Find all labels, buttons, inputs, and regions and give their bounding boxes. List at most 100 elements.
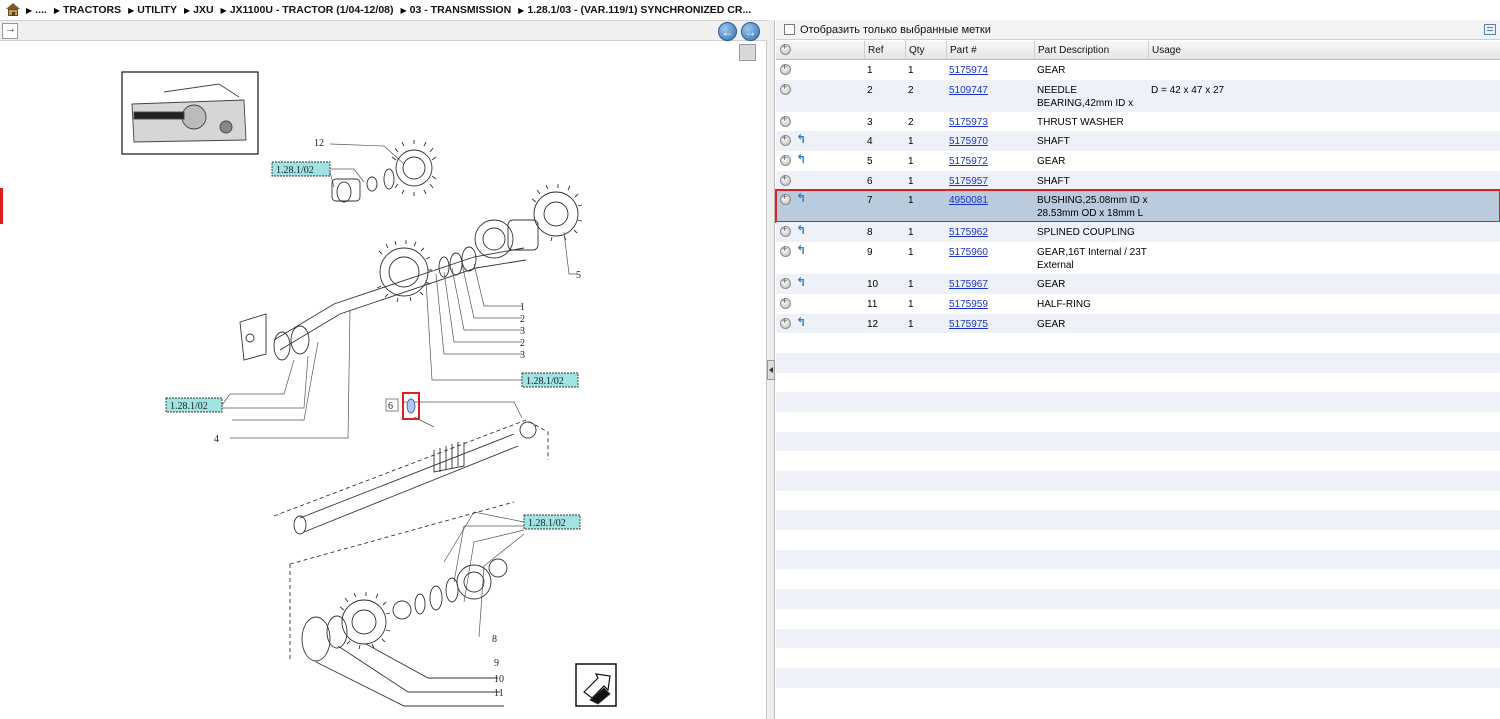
list-view-icon[interactable] [1484,24,1496,35]
prev-page-button[interactable]: ← [718,22,737,41]
breadcrumb: ▶.... ▶TRACTORS ▶UTILITY ▶JXU ▶JX1100U -… [0,0,1500,20]
part-label: 3 [520,326,525,337]
qty-cell: 1 [908,247,914,259]
empty-row [776,569,1500,590]
column-header-description[interactable]: Part Description [1034,41,1148,60]
gear-cluster-top [331,140,437,203]
part-number-link[interactable]: 5109747 [949,84,988,96]
breadcrumb-item[interactable]: ▶TRACTORS [53,4,122,16]
expand-row-icon[interactable] [780,82,791,95]
column-header-usage[interactable]: Usage [1148,41,1500,60]
part-number-link[interactable]: 5175974 [949,65,988,76]
callout-label: 1.28.1/02 [528,518,566,529]
table-row[interactable]: 5 1 5175972 GEAR [776,151,1500,171]
expand-row-icon[interactable] [780,173,791,186]
part-label: 3 [520,350,525,361]
empty-row [776,372,1500,393]
part-number-link[interactable]: 5175970 [949,136,988,148]
table-row[interactable]: 3 2 5175973 THRUST WASHER [776,111,1500,132]
linked-assembly-icon[interactable] [796,223,809,237]
part-number-link[interactable]: 5175967 [949,279,988,291]
expand-row-icon[interactable] [780,133,791,147]
linked-assembly-icon[interactable] [796,275,809,289]
expand-row-icon[interactable] [780,316,791,329]
home-icon[interactable] [4,2,22,18]
empty-row [776,471,1500,491]
part-number-link[interactable]: 5175959 [949,298,988,310]
part-number-link[interactable]: 5175975 [949,318,988,330]
table-body: 1 1 5175974 GEAR 2 2 5109747 NEEDLE BEAR… [775,60,1500,708]
column-header-part[interactable]: Part # [946,41,1034,60]
part-label: 4 [214,434,219,445]
column-header-ref[interactable]: Ref [864,41,905,60]
part-number-link[interactable]: 5175957 [949,175,988,187]
breadcrumb-item[interactable]: ▶JX1100U - TRACTOR (1/04-12/08) [220,4,394,16]
table-row-selected[interactable]: 7 1 4950081 BUSHING,25.08mm ID x 28.53mm… [775,189,1500,224]
linked-assembly-icon[interactable] [796,191,809,205]
breadcrumb-item[interactable]: ▶JXU [183,4,214,16]
table-row[interactable]: 1 1 5175974 GEAR [776,60,1500,80]
diagram-toolbar: ← → [0,20,767,41]
breadcrumb-item[interactable]: ▶UTILITY [128,4,177,16]
main-shaft-upper [239,184,583,361]
ref-cell: 9 [867,247,873,259]
table-row[interactable]: 9 1 5175960 GEAR,16T Internal / 23T Exte… [776,242,1500,275]
breadcrumb-item[interactable]: ▶.... [26,4,47,16]
expand-row-icon[interactable] [780,192,791,206]
empty-row [776,411,1500,432]
callout-boxes [165,161,581,530]
expand-row-icon[interactable] [780,114,791,127]
table-row[interactable]: 4 1 5175970 SHAFT [776,131,1500,152]
table-row[interactable]: 2 2 5109747 NEEDLE BEARING,42mm ID x 47m… [776,79,1500,122]
empty-row [776,490,1500,511]
qty-cell: 2 [908,116,914,128]
ref-cell: 4 [867,136,873,148]
show-selected-only-checkbox[interactable] [784,24,795,35]
filter-bar: Отобразить только выбранные метки [776,20,1500,40]
description-cell: HALF-RING [1037,298,1091,310]
table-row[interactable]: 8 1 5175962 SPLINED COUPLING [776,222,1500,243]
table-row[interactable]: 11 1 5175959 HALF-RING [776,293,1500,314]
linked-assembly-icon[interactable] [796,315,809,329]
part-label: 11 [494,688,504,699]
leader-lines [221,143,578,638]
expand-row-icon[interactable] [780,224,791,238]
ref-cell: 6 [867,175,873,187]
linked-assembly-icon[interactable] [796,152,809,166]
table-row[interactable]: 6 1 5175957 SHAFT [776,170,1500,191]
linked-assembly-icon[interactable] [796,243,809,257]
column-header-qty[interactable]: Qty [905,41,946,60]
diagram-pane: ← → [0,20,767,719]
breadcrumb-item[interactable]: ▶03 - TRANSMISSION [400,4,512,16]
empty-row [776,648,1500,668]
part-number-link[interactable]: 5175972 [949,156,988,168]
ref-cell: 3 [867,116,873,128]
expand-row-icon[interactable] [780,62,791,75]
part-number-link[interactable]: 5175962 [949,227,988,239]
expand-row-icon[interactable] [780,276,791,290]
part-label: 5 [576,270,581,281]
show-selected-only-label: Отобразить только выбранные метки [800,23,991,36]
part-number-link[interactable]: 4950081 [949,195,988,207]
empty-row [776,549,1500,570]
expand-row-icon[interactable] [780,296,791,309]
part-number-link[interactable]: 5175960 [949,247,988,259]
expand-row-icon[interactable] [780,153,791,167]
zoom-toggle-button[interactable] [739,44,756,61]
qty-cell: 1 [908,175,914,187]
qty-cell: 1 [908,279,914,291]
table-header: Ref Qty Part # Part Description Usage [776,41,1500,60]
expand-all-icon[interactable] [780,42,791,55]
part-number-link[interactable]: 5175973 [949,116,988,128]
next-page-button[interactable]: → [741,22,760,41]
table-row[interactable]: 12 1 5175975 GEAR [776,313,1500,334]
diagram-label-group: 1.28.1/02 1.28.1/02 1.28.1/02 1.28.1/02 … [170,138,581,699]
exploded-parts-diagram[interactable]: 1.28.1/02 1.28.1/02 1.28.1/02 1.28.1/02 … [4,42,766,718]
expand-row-icon[interactable] [780,244,791,258]
parts-table: Ref Qty Part # Part Description Usage 1 … [775,41,1500,708]
linked-assembly-icon[interactable] [796,132,809,146]
pane-splitter[interactable] [767,20,775,719]
collapse-pane-button[interactable] [767,360,775,380]
export-icon[interactable] [2,23,18,39]
table-row[interactable]: 10 1 5175967 GEAR [776,274,1500,294]
